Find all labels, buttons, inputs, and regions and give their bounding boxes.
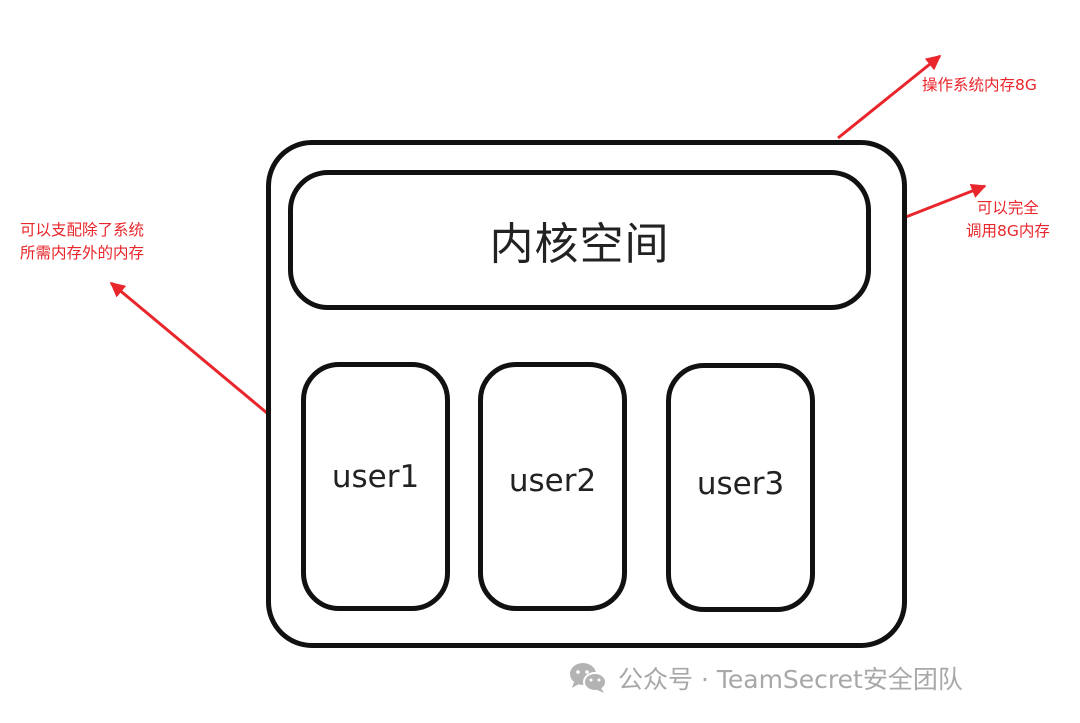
- os-memory-annotation: 操作系统内存8G: [922, 74, 1037, 97]
- kernel-annotation-line2: 调用8G内存: [966, 222, 1050, 240]
- wechat-icon: [570, 663, 607, 693]
- watermark-text: 公众号 · TeamSecret安全团队: [618, 665, 963, 694]
- user2-label: user2: [508, 462, 597, 499]
- kernel-space-label: 内核空间: [489, 219, 670, 270]
- user-annotation-line1: 可以支配除了系统: [20, 221, 145, 239]
- user1-box: user1: [301, 362, 450, 611]
- user-annotation-line2: 所需内存外的内存: [20, 244, 145, 262]
- user1-label: user1: [331, 458, 420, 495]
- user3-label: user3: [696, 465, 785, 502]
- watermark: 公众号 · TeamSecret安全团队: [568, 660, 963, 696]
- os-memory-annotation-text: 操作系统内存8G: [922, 76, 1037, 94]
- user-annotation: 可以支配除了系统 所需内存外的内存: [20, 219, 144, 265]
- kernel-annotation-line1: 可以完全: [976, 199, 1039, 217]
- os-memory-arrow: [837, 54, 942, 140]
- user3-box: user3: [666, 363, 815, 612]
- kernel-space-box: 内核空间: [288, 170, 871, 310]
- kernel-annotation: 可以完全 调用8G内存: [966, 197, 1050, 243]
- user2-box: user2: [478, 362, 627, 611]
